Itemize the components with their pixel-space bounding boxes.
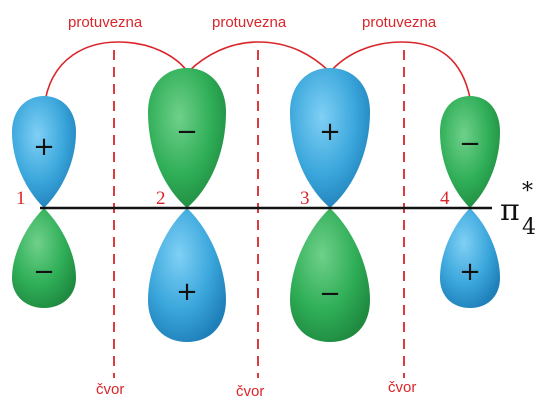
orbital-superscript: *: [522, 179, 533, 204]
orbital-symbol: π: [500, 193, 520, 228]
orbital-4-top-lobe: [440, 96, 500, 208]
atom-number-1: 1: [16, 188, 26, 209]
node-label-2: čvor: [236, 383, 264, 399]
orbital-1-top-sign: +: [33, 132, 55, 162]
orbital-3-bottom-lobe: [290, 208, 370, 342]
antibonding-arc-1-2: [43, 41, 189, 109]
orbital-2-bottom-sign: +: [176, 277, 198, 307]
orbital-3-top-sign: +: [319, 117, 341, 147]
atom-number-2: 2: [156, 188, 166, 209]
orbital-2-bottom-lobe: [148, 208, 226, 342]
orbital-4-bottom-lobe: [440, 208, 500, 308]
orbital-1-bottom-lobe: [12, 208, 76, 308]
atom-number-3: 3: [300, 188, 310, 209]
antibonding-label-1: protuvezna: [68, 14, 143, 31]
antibonding-arc-3-4: [329, 41, 471, 99]
orbital-1-bottom-sign: −: [33, 257, 55, 287]
orbital-2-top-sign: −: [176, 117, 198, 147]
orbital-1-top-lobe: [12, 96, 76, 208]
antibonding-label-3: protuvezna: [362, 14, 437, 31]
orbital-subscript: 4: [522, 215, 536, 240]
node-label-1: čvor: [96, 381, 124, 398]
orbital-3-top-lobe: [290, 68, 370, 208]
atom-number-4: 4: [440, 188, 450, 209]
orbital-4-bottom-sign: +: [459, 257, 481, 287]
orbital-3-bottom-sign: −: [319, 279, 341, 309]
orbital-4-top-sign: −: [459, 129, 481, 159]
antibonding-arc-2-3: [187, 41, 331, 73]
node-label-3: čvor: [388, 379, 416, 396]
orbital-2-top-lobe: [148, 68, 226, 208]
antibonding-label-2: protuvezna: [212, 14, 287, 31]
